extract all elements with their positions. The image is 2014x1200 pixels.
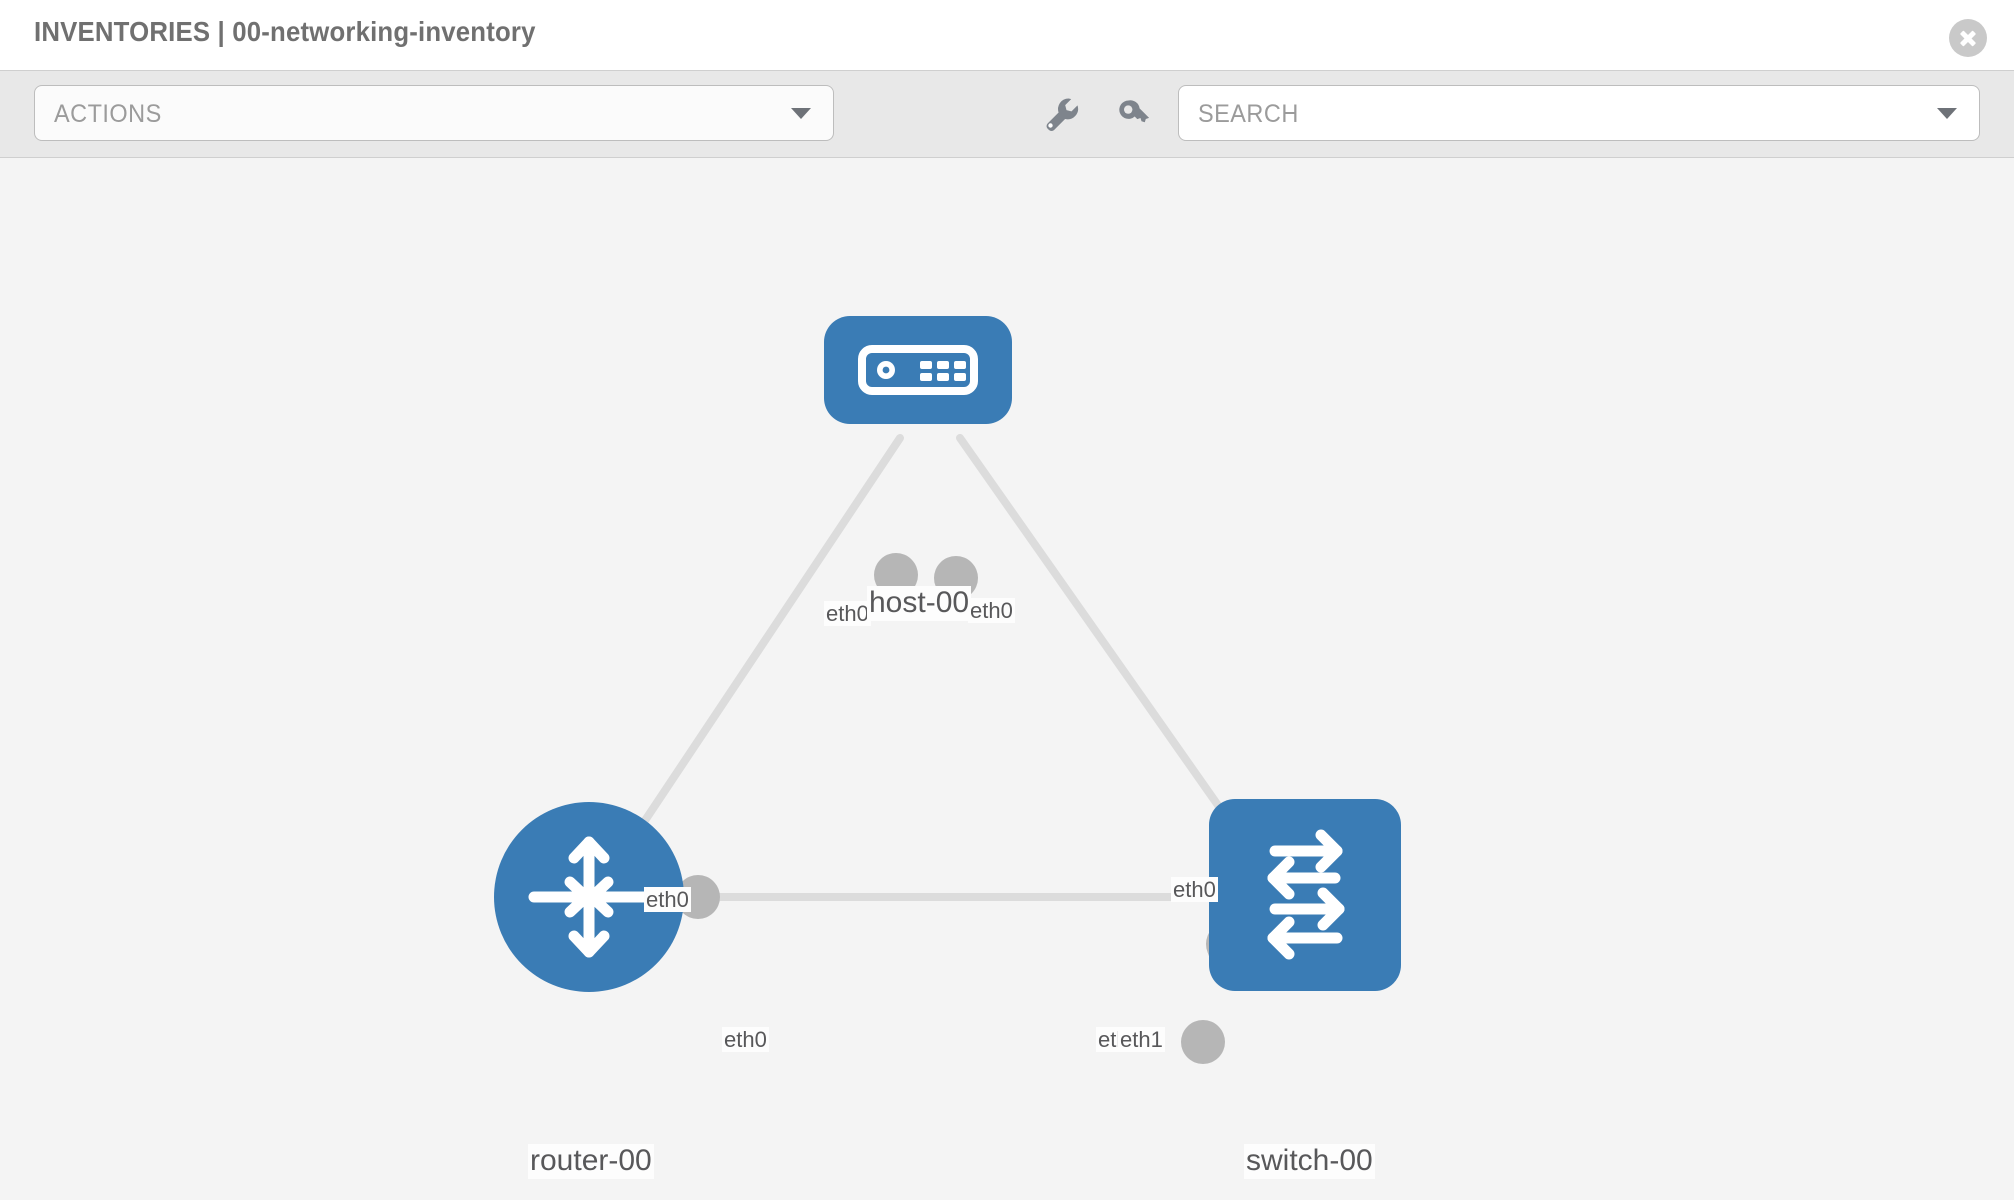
interface-label: eth0 [1171, 877, 1218, 903]
interface-label: eth0 [824, 601, 871, 627]
search-input[interactable]: SEARCH [1178, 85, 1980, 141]
node-switch-00[interactable] [1209, 799, 1401, 991]
close-icon[interactable] [1949, 19, 1987, 57]
chevron-down-icon[interactable] [1937, 108, 1957, 119]
node-host-00[interactable] [824, 316, 1012, 424]
search-placeholder: SEARCH [1198, 100, 1299, 128]
actions-dropdown-label: ACTIONS [54, 100, 162, 128]
interface-label: eth0 [722, 1027, 769, 1053]
toolbar: ACTIONS SEARCH [0, 70, 2014, 158]
switch-icon [1267, 829, 1345, 960]
wrench-icon[interactable] [1039, 93, 1081, 135]
topology-canvas[interactable]: eth0 eth0 eth0 eth0 eth0 eth0 eth1 host-… [0, 158, 2014, 1200]
interface-label: eth0 [968, 598, 1015, 624]
page-title: INVENTORIES | 00-networking-inventory [34, 16, 536, 47]
node-label-router-00: router-00 [528, 1144, 654, 1179]
interface-label: eth1 [1118, 1027, 1165, 1053]
topology-edges [616, 434, 1252, 901]
interface-label: eth0 [644, 887, 691, 913]
chevron-down-icon [791, 108, 811, 119]
connector-switch00-left[interactable] [1181, 1020, 1225, 1064]
key-icon[interactable] [1113, 93, 1155, 135]
server-icon [858, 345, 978, 395]
node-label-switch-00: switch-00 [1244, 1144, 1375, 1179]
edge-host00-router00 [616, 434, 904, 862]
edge-host00-switch00 [956, 434, 1252, 852]
router-icon [528, 836, 650, 958]
node-label-host-00: host-00 [867, 586, 972, 621]
actions-dropdown[interactable]: ACTIONS [34, 85, 834, 141]
page-header: INVENTORIES | 00-networking-inventory [0, 0, 2014, 70]
